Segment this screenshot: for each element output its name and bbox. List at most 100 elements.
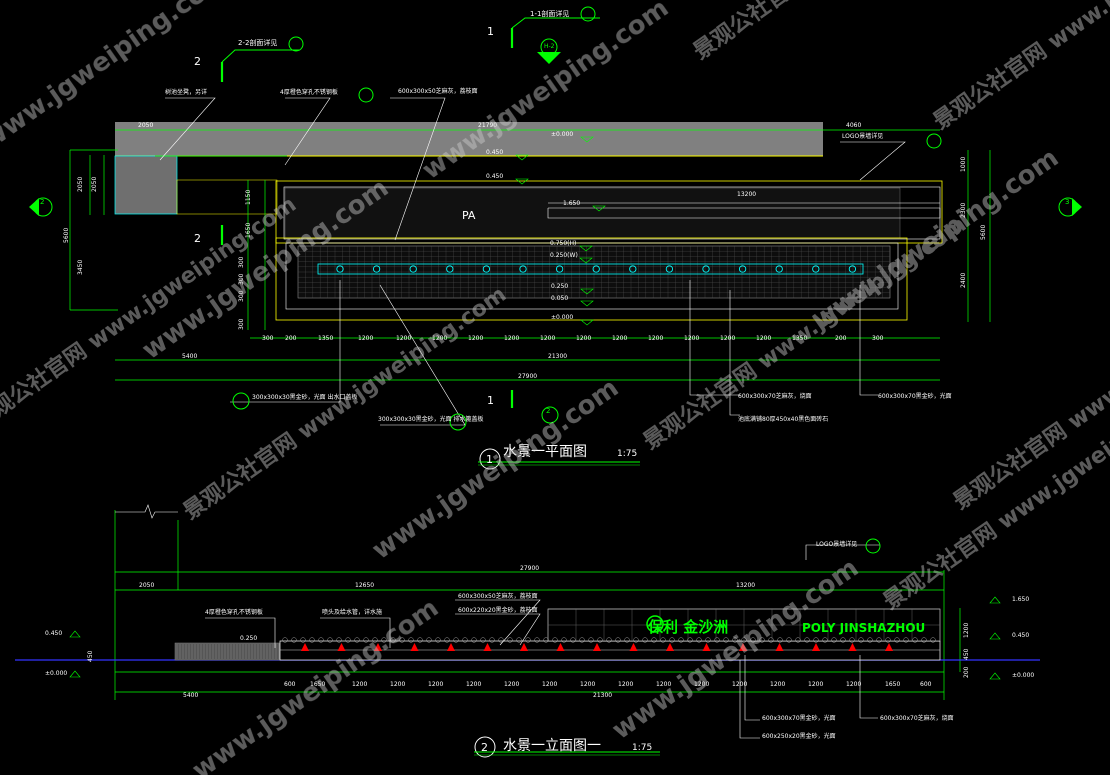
jet-icon	[702, 643, 711, 651]
plan-level-text: 0.450	[486, 149, 503, 156]
elev-note-steel: 4厚橙色穿孔不锈钢板	[205, 608, 263, 616]
plan-left-dim: 300	[238, 290, 245, 302]
plan-left-dim: 3450	[77, 260, 84, 275]
elev-right-dim: 450	[963, 648, 970, 660]
jet-icon	[301, 643, 309, 651]
section-1-top-tag: 1	[487, 25, 494, 38]
plan-level-text: 0.750(H)	[550, 240, 576, 247]
nozzle-icon	[665, 265, 674, 273]
plan-bottom-dim: 300	[872, 335, 884, 342]
elev-left-dim: 450	[87, 650, 94, 662]
elev-note-stone2: 600x220x20黑金砂，荔枝面	[458, 606, 538, 614]
plan-bottom-dim: 1200	[358, 335, 373, 342]
watermark-text: www.jgweiping.com	[187, 593, 444, 775]
logo-text-en: POLY JINSHAZHOU	[802, 621, 925, 635]
plan-left-dim: 5600	[63, 228, 70, 243]
jet-icon	[447, 643, 455, 651]
jet-icon	[374, 643, 382, 651]
plan-bottom-dim: 1350	[792, 335, 807, 342]
jet-icon	[593, 643, 601, 651]
nozzle-icon	[848, 265, 857, 273]
jet-icon	[885, 643, 893, 651]
plan-left-dim: 1650	[245, 223, 252, 238]
elev-tag-left: 2	[40, 198, 44, 206]
jet-icon	[410, 643, 419, 651]
plan-left-dim: 2050	[77, 177, 84, 192]
plan-left-dim: 2050	[91, 177, 98, 192]
plan-top-dim: 4060	[846, 122, 861, 129]
jet-icon	[483, 643, 492, 651]
plan-level-marks: ±0.0000.4500.4501.6500.750(H)0.250(W)0.2…	[486, 131, 606, 326]
jet-icon	[520, 643, 528, 651]
jet-icon	[848, 643, 857, 651]
plan-bottom-dim: 1350	[318, 335, 333, 342]
elev-level-right: ±0.000	[1012, 672, 1034, 679]
note-pool-bottom: 池底满铺80厚450x40黑色面砖石	[738, 415, 828, 423]
elev-bottom-dim: 1200	[504, 681, 519, 688]
jet-icon	[337, 643, 346, 651]
logo-text-cn: 保利 金沙洲	[647, 618, 728, 636]
plan-level-text: 0.450	[486, 173, 503, 180]
jet-icon	[629, 643, 638, 651]
nozzle-icon	[812, 265, 820, 273]
note-stone-top: 600x300x50芝麻灰，荔枝面	[398, 87, 478, 95]
elev-top-dim: 2050	[139, 582, 154, 589]
elev-note-jet: 喷头及给水管，详水施	[322, 608, 382, 616]
plan-title-number: 1	[486, 453, 493, 466]
plan-total-dim: 21300	[548, 353, 567, 360]
nozzle-icon	[592, 265, 600, 273]
plan-title: 水景一平面图	[503, 444, 587, 460]
jet-icon	[739, 643, 747, 651]
elev-tag-bottom: 2	[546, 407, 550, 415]
elev-right-dim: 1200	[963, 623, 970, 638]
section-2-ref: 2-2剖面详见	[238, 38, 277, 47]
elev-note-logo-wall: LOGO景墙详见	[816, 540, 857, 548]
note-tree-planter: 树池坐凳，另详	[165, 88, 207, 96]
plan-bottom-dim: 200	[285, 335, 297, 342]
plan-top-dim: 21790	[478, 122, 497, 129]
jet-icon	[556, 643, 565, 651]
jet-icon	[812, 643, 820, 651]
plan-left-dim: 300	[238, 318, 245, 330]
elev-right-dim: 200	[963, 666, 970, 678]
plan-view: 2 1 2 1 2-2剖面详见 1-1剖面详见 H-2 2 3 2 树池坐凳，另…	[29, 6, 1082, 470]
elev-bottom-dim: 1650	[310, 681, 325, 688]
plan-bottom-dim: 1200	[576, 335, 591, 342]
elev-note-stone1: 600x300x50芝麻灰，荔枝面	[458, 592, 538, 600]
elev-bottom-dim: 1200	[390, 681, 405, 688]
elev-bottom-dim: 1200	[770, 681, 785, 688]
plan-bottom-dim: 1200	[396, 335, 411, 342]
plan-total-dim: 5400	[182, 353, 197, 360]
plan-total-dim: 27900	[518, 373, 537, 380]
elev-total-dim: 5400	[183, 692, 198, 699]
plan-bottom-dim: 1200	[612, 335, 627, 342]
watermark-text: 景观公社官网 www.jgweiping.com	[689, 0, 1022, 65]
note-steel-plate: 4厚橙色穿孔不锈钢板	[280, 88, 338, 96]
nozzle-icon	[519, 265, 527, 273]
nozzle-icon	[555, 265, 564, 273]
nozzle-icon	[775, 265, 783, 273]
plan-bottom-dim: 1200	[648, 335, 663, 342]
section-1-bottom-tag: 1	[487, 394, 494, 407]
plan-bottom-dim: 1200	[720, 335, 735, 342]
watermark-text: www.jgweiping.com	[367, 373, 624, 566]
watermark-text: 景观公社官网 www.jgweiping.com	[929, 0, 1110, 135]
plan-right-dim: 5600	[980, 225, 987, 240]
note-drain-cover: 300x300x30黑金砂，光面 排水篦盖板	[378, 415, 484, 423]
jet-icon	[775, 643, 784, 651]
elev-title-number: 2	[481, 741, 488, 754]
elev-bottom-dim: 600	[284, 681, 296, 688]
nozzle-channel	[317, 263, 864, 275]
plan-bottom-dim: 1200	[504, 335, 519, 342]
elev-top-dim: 27900	[520, 565, 539, 572]
note-bottom-stone: 600x300x70芝麻灰，烧面	[738, 392, 812, 400]
elev-bottom-dim: 1200	[352, 681, 367, 688]
elev-bottom-dim: 1200	[808, 681, 823, 688]
elev-tag-top: H-2	[544, 43, 555, 50]
plan-left-dim: 1150	[245, 190, 252, 205]
nozzle-icon	[738, 265, 747, 273]
plan-level-text: ±0.000	[551, 314, 573, 321]
